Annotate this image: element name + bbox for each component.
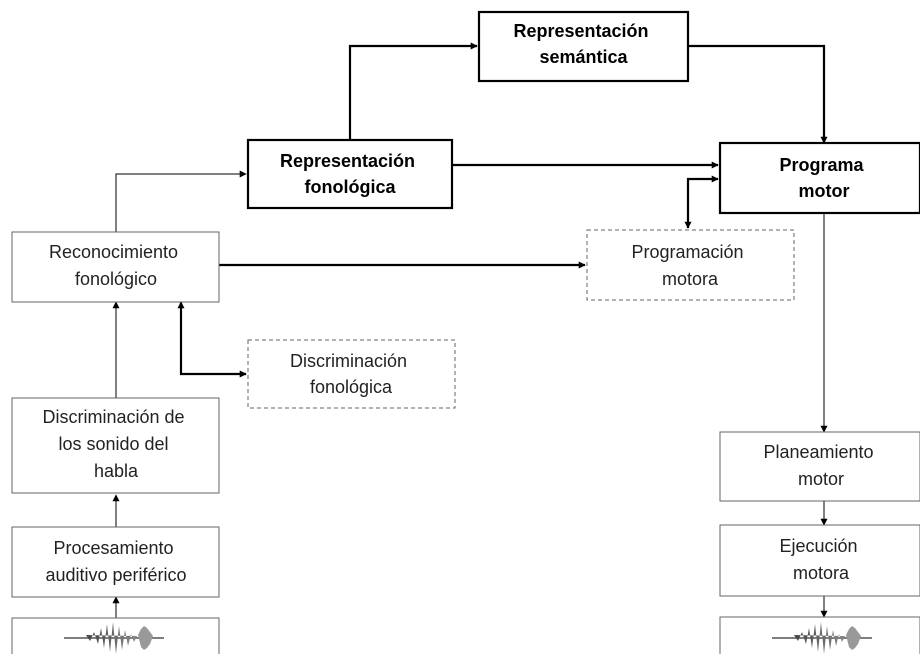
svg-text:Ejecución motora: Ejecución motora	[779, 536, 862, 583]
label-line: Planeamiento	[763, 442, 873, 462]
sound-waveform-icon	[772, 622, 872, 654]
label-line: fonológico	[75, 269, 157, 289]
svg-text:Planeamiento motor: Planeamiento motor	[763, 442, 878, 489]
waveform-input-box	[11, 617, 220, 654]
label-line: Discriminación de	[42, 407, 184, 427]
label-line: Discriminación	[290, 351, 407, 371]
sound-waveform-icon	[64, 622, 164, 654]
arrow-recognition-discrimination	[177, 301, 247, 378]
svg-text:Procesamiento auditivo p: Procesamiento auditivo periférico	[45, 538, 186, 585]
arrow-phonological-to-semantic	[348, 42, 478, 140]
label-line: Representación	[513, 21, 648, 41]
svg-text:Programa motor: Programa motor	[779, 155, 868, 201]
arrow-motor-program-to-motor-programming	[684, 175, 719, 229]
node-phonological-recognition: Reconocimiento fonológico	[11, 231, 220, 303]
node-motor-execution: Ejecución motora	[719, 524, 920, 597]
svg-text:Programación motora: Programación motora	[631, 242, 748, 289]
node-speech-sound-discrimination: Discriminación de los sonido del habla	[11, 397, 220, 494]
arrow-semantic-to-motor-program	[688, 44, 828, 144]
label-line: fonológica	[310, 377, 393, 397]
label-line: Representación	[280, 151, 415, 171]
label-line: fonológica	[305, 177, 397, 197]
arrow-recognition-to-phonological-rep	[115, 170, 247, 232]
label-line: motora	[662, 269, 719, 289]
waveform-output-box	[719, 616, 920, 654]
svg-text:Discriminación de los so: Discriminación de los sonido del habla	[42, 407, 189, 481]
label-line: motor	[798, 469, 844, 489]
label-line: motor	[799, 181, 850, 201]
label-line: Reconocimiento	[49, 242, 178, 262]
label-line: motora	[793, 563, 850, 583]
label-line: semántica	[539, 47, 628, 67]
node-motor-planning: Planeamiento motor	[719, 431, 920, 502]
svg-text:Representación fonológic: Representación fonológica	[280, 151, 420, 197]
node-peripheral-auditory-processing: Procesamiento auditivo periférico	[11, 526, 220, 598]
label-line: Procesamiento	[53, 538, 173, 558]
label-line: habla	[94, 461, 139, 481]
node-phonological-representation: Representación fonológica	[246, 138, 454, 210]
label-line: los sonido del	[58, 434, 168, 454]
label-line: auditivo periférico	[45, 565, 186, 585]
svg-text:Reconocimiento fonológic: Reconocimiento fonológico	[49, 242, 183, 289]
svg-text:Discriminación fonológic: Discriminación fonológica	[290, 351, 412, 397]
label-line: Programación	[631, 242, 743, 262]
label-line: Programa	[779, 155, 864, 175]
label-line: Ejecución	[779, 536, 857, 556]
connectors	[112, 42, 828, 618]
node-motor-programming: Programación motora	[586, 229, 795, 301]
node-semantic-representation: Representación semántica	[477, 10, 690, 83]
node-motor-program: Programa motor	[718, 141, 920, 215]
node-phonological-discrimination: Discriminación fonológica	[247, 339, 456, 409]
svg-text:Representación semántica: Representación semántica	[513, 21, 653, 67]
